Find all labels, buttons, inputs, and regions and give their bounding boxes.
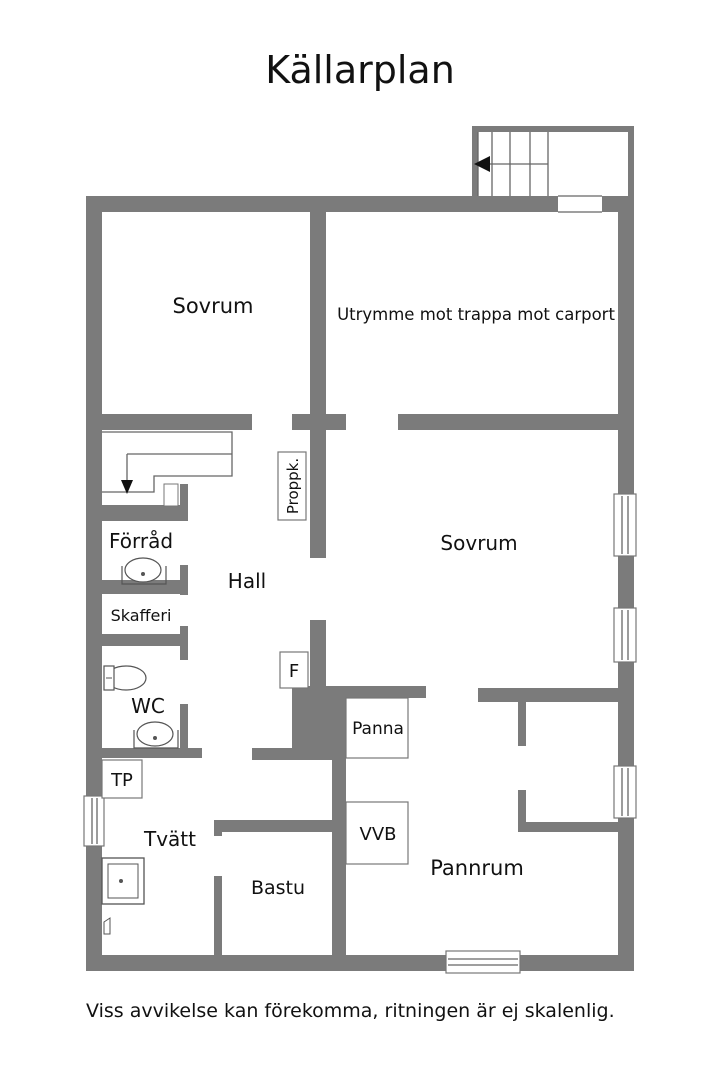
room-label-tvatt: Tvätt — [143, 827, 196, 851]
floor-drain-icon — [103, 917, 111, 935]
toilet-icon — [103, 665, 147, 691]
proppk-box — [277, 451, 307, 521]
room-label-tp: TP — [110, 770, 133, 791]
wall-v-center — [310, 212, 326, 558]
room-label-bastu: Bastu — [251, 877, 305, 899]
stair-top-wall — [472, 126, 634, 132]
sink-forrad — [121, 557, 167, 585]
room-label-utrymme: Utrymme mot trappa mot carport — [337, 305, 615, 324]
stair-arrow-icon — [474, 156, 490, 172]
top-wall — [86, 196, 558, 212]
down-arrow-icon — [121, 480, 133, 494]
inner-stair — [102, 431, 233, 507]
room-label-sovrum-2: Sovrum — [440, 531, 517, 555]
room-label-wc: WC — [131, 694, 165, 718]
room-label-sovrum-1: Sovrum — [172, 294, 253, 318]
vvb-box — [345, 801, 409, 865]
panna-box — [345, 697, 409, 759]
room-label-vvb: VVB — [360, 824, 397, 845]
room-label-f: F — [289, 661, 299, 682]
room-label-skafferi: Skafferi — [111, 606, 172, 625]
windows — [83, 493, 637, 974]
window-left — [83, 795, 105, 847]
window-bottom — [445, 950, 521, 974]
disclaimer-note: Viss avvikelse kan förekomma, ritningen … — [86, 1000, 615, 1022]
window-right-1 — [613, 493, 637, 557]
stair-right-wall — [628, 126, 634, 202]
room-label-panna: Panna — [352, 719, 404, 739]
right-wall — [618, 196, 634, 971]
page-title: Källarplan — [265, 48, 455, 92]
room-label-pannrum: Pannrum — [430, 856, 524, 880]
room-label-hall: Hall — [228, 569, 266, 593]
sink-wc — [133, 721, 179, 749]
room-label-forrad: Förråd — [109, 529, 173, 553]
laundry-sink-icon — [101, 857, 145, 905]
tp-box — [101, 759, 143, 799]
stair-left-wall — [472, 126, 478, 196]
stair-enclosure — [472, 126, 634, 213]
window-right-3 — [613, 765, 637, 819]
bottom-wall — [86, 955, 634, 971]
interior-walls — [102, 212, 618, 955]
f-box — [279, 651, 309, 689]
left-wall — [86, 196, 102, 971]
window-right-2 — [613, 607, 637, 663]
room-label-proppk: Proppk. — [284, 458, 302, 514]
